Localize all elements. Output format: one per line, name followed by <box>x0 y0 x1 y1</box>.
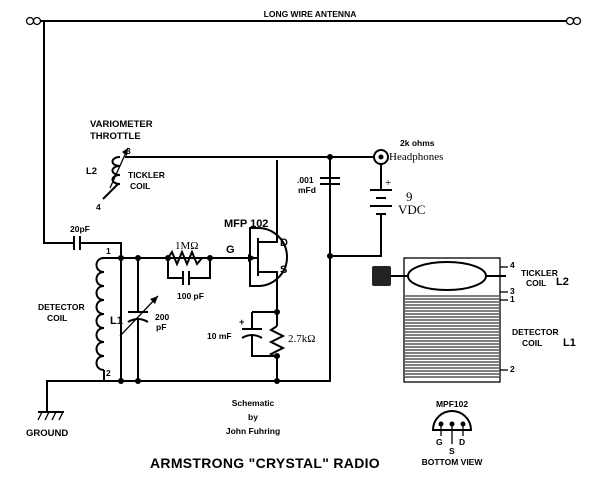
var-cap-label: 200 <box>155 312 169 322</box>
var-cap-label-2: pF <box>156 322 166 332</box>
capacitor-10mf-label: 10 mF <box>207 331 232 341</box>
capacitor-001-label: .001 <box>297 175 314 185</box>
pinout-body <box>431 410 473 444</box>
right-detector-label: DETECTOR <box>512 327 559 337</box>
antenna-wire <box>25 16 582 26</box>
pinout-g-label: G <box>436 437 443 447</box>
capacitor-20pf-label: 20pF <box>70 224 90 234</box>
right-l2-label: L2 <box>556 276 569 288</box>
tickler-label-2: COIL <box>130 181 150 191</box>
detector-pin2-label: 2 <box>106 368 111 378</box>
capacitor-10mf: + <box>239 312 277 357</box>
capacitor-001-label-2: mFd <box>298 185 316 195</box>
right-l1-label: L1 <box>563 337 576 349</box>
capacitor-100pf-label: 100 pF <box>177 291 204 301</box>
right-tickler-label-2: COIL <box>526 278 546 288</box>
junction-dot <box>165 255 171 261</box>
resistor-2-7k-label: 2.7kΩ <box>288 333 315 345</box>
right-pin3-label: 3 <box>510 286 515 296</box>
right-pin2-label: 2 <box>510 364 515 374</box>
ground-label: GROUND <box>26 428 68 439</box>
battery-9v <box>330 164 392 257</box>
l1-label: L1 <box>110 315 123 327</box>
antenna-down-lead <box>43 21 74 244</box>
junction-dot <box>274 353 280 359</box>
capacitor-100pf <box>167 258 211 285</box>
resistor-1m <box>167 249 210 267</box>
ground-rail <box>46 160 331 412</box>
credit-line-2: by <box>248 412 258 422</box>
resistor-1m-label: 1MΩ <box>175 240 198 252</box>
junction-dot <box>327 253 333 259</box>
pinout-s-label: S <box>449 446 455 456</box>
detector-coil-label-2: COIL <box>47 313 67 323</box>
tickler-pin3-label: 3 <box>126 146 131 156</box>
tickler-label: TICKLER <box>128 170 165 180</box>
battery-label: 9 <box>406 189 413 204</box>
right-pin1-label: 1 <box>510 294 515 304</box>
right-pin4-label: 4 <box>510 260 515 270</box>
ground-symbol <box>37 411 64 421</box>
battery-plus-label: + <box>385 177 391 189</box>
antenna-label: LONG WIRE ANTENNA <box>264 9 357 19</box>
headphones-label: 2k ohms <box>400 138 435 148</box>
capacitor-001 <box>320 157 340 381</box>
right-detector-label-2: COIL <box>522 338 542 348</box>
source-label: S <box>280 264 287 276</box>
variometer-label-2: THROTTLE <box>90 131 141 142</box>
drain-label: D <box>280 237 288 249</box>
tickler-coil-l2 <box>102 147 129 200</box>
bottom-view-label: BOTTOM VIEW <box>422 457 484 467</box>
pinout-d-label: D <box>459 437 465 447</box>
l2-label: L2 <box>86 166 97 177</box>
variable-capacitor-200pf <box>119 258 159 381</box>
headphones-jack <box>373 149 389 165</box>
gate-label: G <box>226 244 235 256</box>
headphones-label-2: Headphones <box>389 151 443 163</box>
right-tickler-label: TICKLER <box>521 268 558 278</box>
capacitor-20pf <box>73 236 81 250</box>
credit-line-1: Schematic <box>232 398 275 408</box>
variometer-label: VARIOMETER <box>90 119 153 130</box>
mosfet-label: MFP 102 <box>224 218 268 230</box>
detector-coil-l1 <box>95 257 105 381</box>
source-wire <box>252 311 278 326</box>
junction-dot <box>274 309 280 315</box>
pinout-part-label: MPF102 <box>436 399 468 409</box>
jfet-mfp102 <box>240 160 288 312</box>
detector-coil-label: DETECTOR <box>38 302 85 312</box>
credit-line-3: John Fuhring <box>226 426 280 436</box>
svg-text:+: + <box>239 317 245 328</box>
battery-label-2: VDC <box>398 202 425 217</box>
tickler-pin4-label: 4 <box>96 202 101 212</box>
detector-pin1-label: 1 <box>106 246 111 256</box>
diagram-title: ARMSTRONG "CRYSTAL" RADIO <box>150 455 380 471</box>
coil-form-drawing <box>372 257 508 383</box>
wire-20pf-to-node <box>80 242 122 258</box>
